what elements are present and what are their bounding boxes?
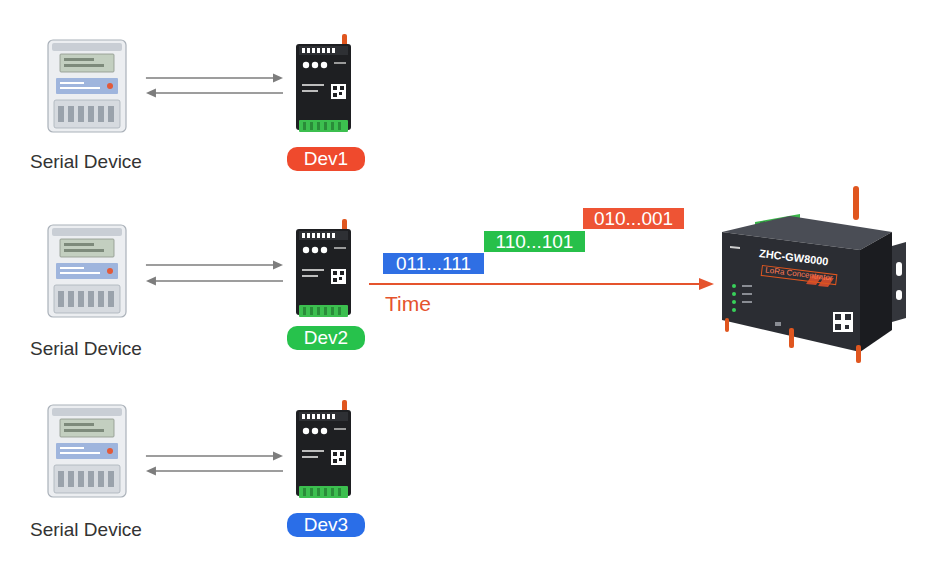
serial-device-label-text: Serial Device — [30, 151, 142, 173]
serial-device-label: Serial Device — [30, 519, 142, 541]
data-packet-text: 110...101 — [496, 231, 574, 252]
data-packet: 110...101 — [484, 231, 585, 252]
device-tag: Dev3 — [287, 513, 365, 537]
connector-line — [155, 92, 283, 94]
arrow-head — [273, 452, 283, 461]
device-tag-text: Dev1 — [304, 147, 348, 171]
data-packet: 010...001 — [583, 208, 684, 229]
device-tag: Dev1 — [287, 147, 365, 171]
serial-link-arrow — [146, 78, 274, 79]
product-type: LoRa Concentrator — [761, 265, 837, 285]
serial-device-label-text: Serial Device — [30, 338, 142, 360]
serial-device-label-text: Serial Device — [30, 519, 142, 541]
model-name: ZHC-GW8000 — [759, 247, 830, 267]
device-tag-text: Dev3 — [304, 513, 348, 537]
connector-line — [369, 283, 700, 285]
arrow-head — [146, 89, 156, 98]
connector-line — [146, 77, 274, 79]
transmission-arrow — [369, 284, 700, 285]
serial-device-label: Serial Device — [30, 338, 142, 360]
arrow-head — [273, 261, 283, 270]
connector-line — [146, 264, 274, 266]
serial-link-arrow — [155, 93, 283, 94]
serial-device-label: Serial Device — [30, 151, 142, 173]
edge-label: Time — [383, 292, 433, 316]
serial-link-arrow — [146, 265, 274, 266]
data-packet: 011...111 — [383, 253, 484, 274]
connector-line — [155, 280, 283, 282]
device-tag: Dev2 — [287, 326, 365, 350]
device-tag-text: Dev2 — [304, 326, 348, 350]
serial-link-arrow — [155, 471, 283, 472]
data-packet-text: 011...111 — [396, 253, 471, 274]
serial-link-arrow — [155, 281, 283, 282]
arrow-head — [146, 277, 156, 286]
arrow-head — [699, 278, 714, 290]
gateway-node: ZHC-GW8000LoRa Concentrator — [718, 195, 908, 360]
arrow-head — [146, 467, 156, 476]
serial-link-arrow — [146, 456, 274, 457]
connector-line — [155, 470, 283, 472]
arrow-head — [273, 74, 283, 83]
connector-line — [146, 455, 274, 457]
data-packet-text: 010...001 — [594, 208, 673, 229]
